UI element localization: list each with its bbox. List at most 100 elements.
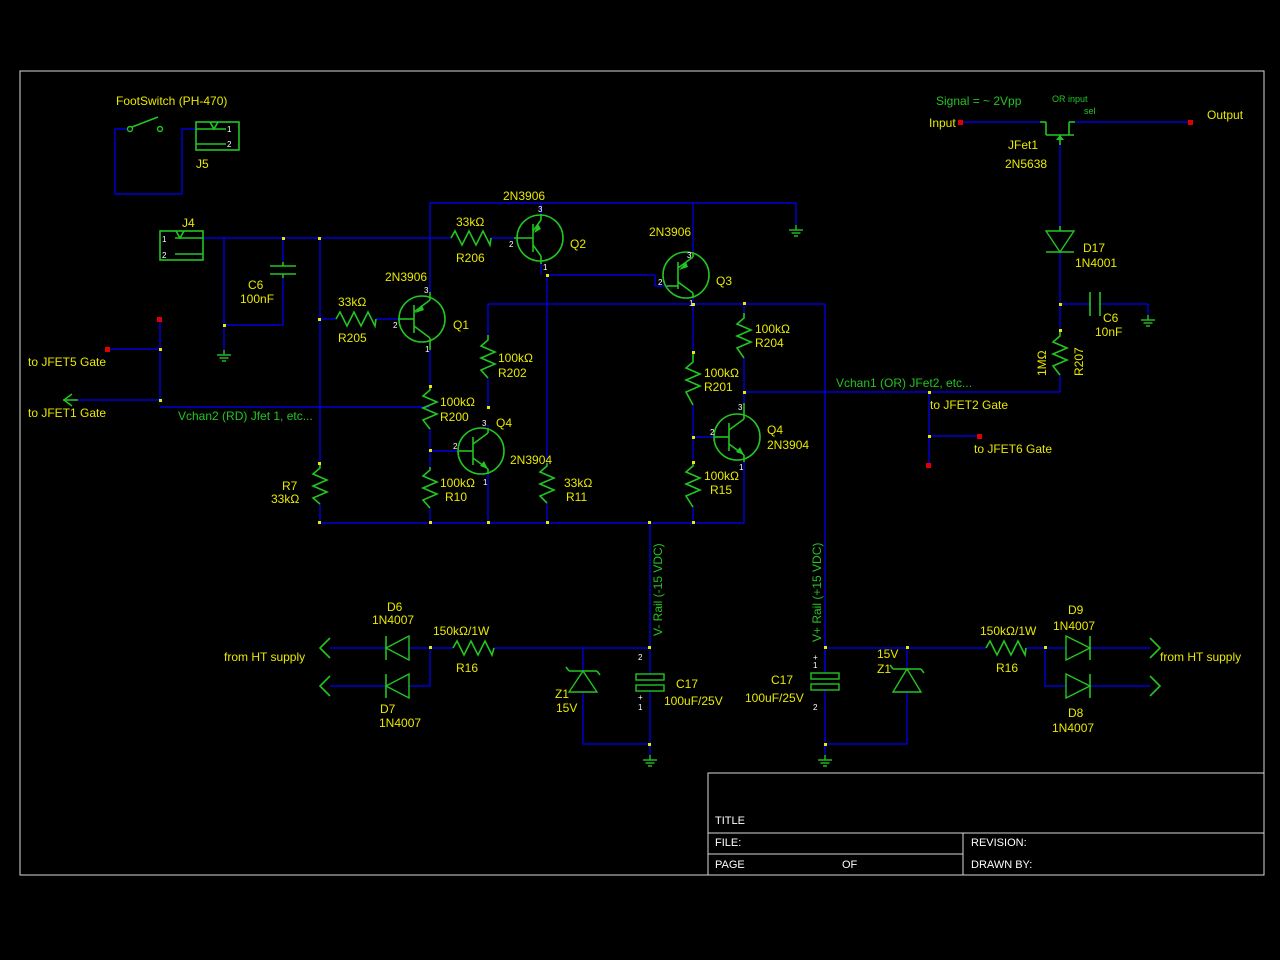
of-field: OF [842, 859, 858, 871]
arrow-left-icon [318, 675, 331, 697]
drawing-frame: TITLE FILE: PAGE OF REVISION: DRAWN BY: [19, 70, 1265, 876]
d7-ref: D7 [380, 702, 396, 716]
revision-field: REVISION: [971, 837, 1027, 849]
test-point [926, 463, 931, 468]
q1-part: 2N3906 [385, 270, 427, 284]
q2-transistor-symbol [514, 214, 564, 264]
r16-left-ref: R16 [456, 661, 478, 675]
r204-resistor-symbol [734, 313, 754, 359]
pin-label: 1 [689, 299, 694, 308]
ground-icon [788, 224, 804, 237]
pin-label: 2 [509, 240, 514, 249]
z1-right-value: 15V [877, 647, 898, 661]
r202-resistor-symbol [478, 335, 498, 379]
pin-label: + [813, 653, 818, 662]
j5-pin-label: 2 [227, 140, 232, 149]
r200-ref: R200 [440, 410, 469, 424]
ground-icon [642, 754, 658, 767]
r206-ref: R206 [456, 251, 485, 265]
arrow-right-icon [1149, 675, 1162, 697]
arrow-left-icon [62, 393, 73, 407]
j4-pin-label: 1 [162, 235, 167, 244]
r205-value: 33kΩ [338, 295, 366, 309]
pin-label: 3 [687, 251, 692, 260]
r15-resistor-symbol [683, 462, 703, 508]
j4-pin-label: 2 [162, 251, 167, 260]
r10-value: 100kΩ [440, 476, 475, 490]
component-labels: FootSwitch (PH-470) J5 J4 C6 100nF 33kΩ … [28, 94, 1244, 735]
r15-ref: R15 [710, 483, 732, 497]
z1-left-zener-symbol [565, 666, 601, 693]
r205-ref: R205 [338, 331, 367, 345]
file-field: FILE: [715, 837, 741, 849]
wires [72, 121, 1190, 755]
d7-part: 1N4007 [379, 716, 421, 730]
r7-ref: R7 [282, 479, 298, 493]
footswitch-title: FootSwitch (PH-470) [116, 94, 227, 108]
r202-value: 100kΩ [498, 351, 533, 365]
v-minus-rail-label: V- Rail (-15 VDC) [651, 543, 665, 636]
pin-label: 2 [813, 703, 818, 712]
pin-label: 3 [538, 205, 543, 214]
test-point [958, 120, 963, 125]
page-field: PAGE [715, 859, 745, 871]
d8-diode-symbol [1065, 672, 1092, 700]
pin-label: 3 [738, 403, 743, 412]
pin-label: 1 [425, 345, 430, 354]
r11-value: 33kΩ [564, 476, 592, 490]
or-input-label: OR input [1052, 94, 1088, 104]
pin-label: 2 [393, 321, 398, 330]
jfet1-part: 2N5638 [1005, 157, 1047, 171]
pin-label: 1 [739, 463, 744, 472]
j4-ref: J4 [182, 216, 195, 230]
j5-ref: J5 [196, 157, 209, 171]
pin-label: 1 [813, 661, 818, 670]
border-frame [19, 70, 1265, 876]
d17-diode-symbol [1044, 226, 1076, 254]
r201-ref: R201 [704, 380, 733, 394]
vchan1-net-label: Vchan1 (OR) JFet2, etc... [836, 376, 972, 390]
pin-label: 2 [453, 442, 458, 451]
pin-label: + [638, 693, 643, 702]
q4-right-part: 2N3904 [767, 438, 809, 452]
r10-resistor-symbol [420, 467, 440, 509]
test-point [977, 434, 982, 439]
j5-pin-label: 1 [227, 125, 232, 134]
test-point [157, 317, 162, 322]
input-label: Input [929, 116, 956, 130]
q4-right-ref: Q4 [767, 423, 783, 437]
d6-part: 1N4007 [372, 613, 414, 627]
r201-resistor-symbol [683, 353, 703, 406]
c6-right-ref: C6 [1103, 311, 1119, 325]
jfet6-gate-label: to JFET6 Gate [974, 442, 1052, 456]
v-plus-rail-label: V+ Rail (+15 VDC) [810, 543, 824, 642]
q4-left-transistor-symbol [457, 427, 505, 475]
r16-right-value: 150kΩ/1W [980, 624, 1037, 638]
r204-ref: R204 [755, 336, 784, 350]
footswitch-symbol [126, 116, 240, 151]
pin-numbers: 1 2 1 2 3 2 1 3 2 1 3 2 1 3 2 1 3 2 1 2 … [162, 125, 818, 712]
net-labels: Vchan2 (RD) Jfet 1, etc... Vchan1 (OR) J… [178, 94, 1096, 642]
pin-label: 1 [543, 263, 548, 272]
d6-diode-symbol [384, 634, 410, 662]
title-block: TITLE FILE: PAGE OF REVISION: DRAWN BY: [707, 772, 1265, 876]
ht-input-arrows [62, 393, 1162, 697]
component-symbols [62, 116, 1162, 700]
d7-diode-symbol [384, 672, 410, 700]
signal-label: Signal = ~ 2Vpp [936, 94, 1022, 108]
r16-right-resistor-symbol [985, 639, 1027, 658]
c6-right-value: 10nF [1095, 325, 1122, 339]
c17-right-capacitor-symbol [810, 672, 840, 691]
r11-ref: R11 [566, 490, 587, 504]
pin-label: 3 [424, 286, 429, 295]
j4-jack-symbol [159, 230, 204, 261]
r207-resistor-symbol [1050, 330, 1070, 376]
test-point [105, 347, 110, 352]
r207-ref: R207 [1072, 347, 1086, 376]
r200-value: 100kΩ [440, 395, 475, 409]
c6-value: 100nF [240, 292, 274, 306]
q3-ref: Q3 [716, 274, 732, 288]
jfet1-symbol [1040, 121, 1075, 145]
pin-label: 1 [483, 478, 488, 487]
